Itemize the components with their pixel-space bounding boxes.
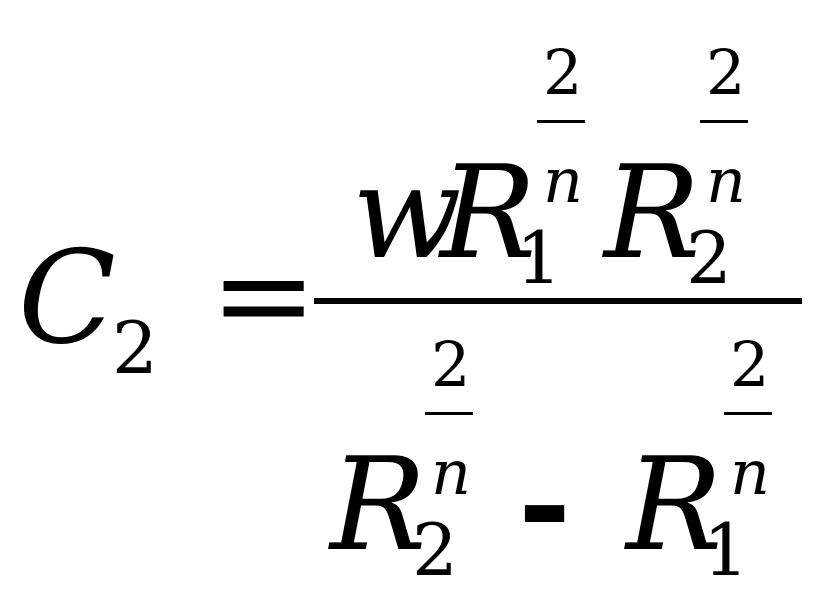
minus-sign: - [518,429,572,579]
numerator-term1-exponent-numerator: 2 [543,36,583,109]
numerator-coefficient: w [352,139,462,288]
denominator-term1-exponent-numerator: 2 [431,328,471,401]
denominator-term2-exponent-denominator: n [730,436,770,509]
fraction-bar [314,298,802,304]
lhs-symbol: C [18,224,116,373]
numerator-term2-exponent-bar [700,120,748,123]
numerator-term1-subscript: 1 [516,216,562,300]
denominator-term1-symbol: R [330,431,427,580]
numerator-term2-exponent-denominator: n [706,144,746,217]
denominator-term2-subscript: 1 [703,508,749,592]
numerator-term1-exponent-bar [537,120,585,123]
numerator-term2-subscript: 2 [686,216,732,300]
denominator-term1-exponent-denominator: n [431,436,471,509]
numerator-term1-exponent-denominator: n [543,144,583,217]
denominator-term2-symbol: R [626,431,723,580]
numerator-term2-exponent-numerator: 2 [706,36,746,109]
denominator-term2-exponent-bar [724,412,772,415]
denominator-term1-exponent-bar [425,412,473,415]
equals-sign: = [210,221,318,370]
numerator-term2-symbol: R [604,139,701,288]
denominator-term1-subscript: 2 [412,508,458,592]
numerator-term1-symbol: R [440,139,537,288]
lhs-subscript: 2 [112,306,158,390]
denominator-term2-exponent-numerator: 2 [730,328,770,401]
